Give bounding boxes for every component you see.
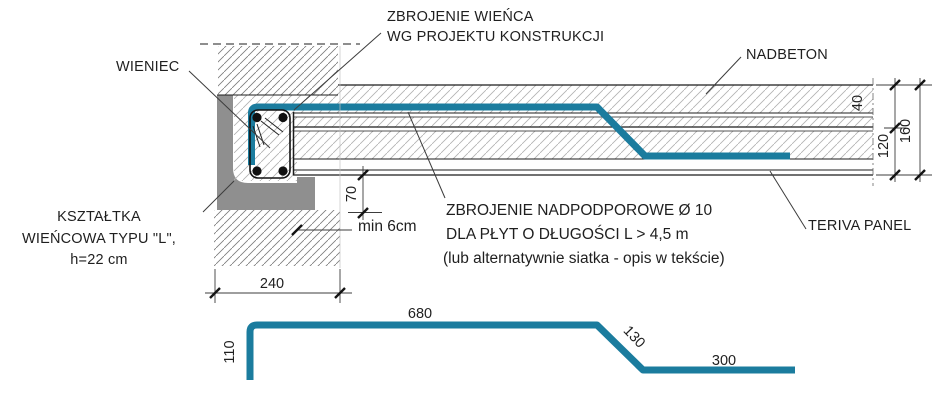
label-nadpodporowe-line3: (lub alternatywnie siatka - opis w tekśc… — [443, 250, 725, 267]
label-nadpodporowe-line1: ZBROJENIE NADPODPOROWE Ø 10 — [446, 202, 713, 219]
dim-bar-300: 300 — [712, 353, 736, 369]
label-wieniec: WIENIEC — [116, 59, 179, 75]
leader-zbrojenie-nadpodporowe — [407, 111, 446, 199]
bent-bar-diagram: 680 110 130 300 — [222, 306, 795, 380]
label-nadpodporowe-line2: DLA PŁYT O DŁUGOŚCI L > 4,5 m — [446, 225, 689, 243]
label-ksztaltka-line2: WIEŃCOWA TYPU "L", — [22, 230, 176, 247]
leader-wieniec — [188, 70, 271, 149]
dim-bar-110: 110 — [222, 340, 238, 363]
min-bearing-label: min 6cm — [358, 218, 417, 235]
rebar-dot-bottom-right — [278, 166, 288, 176]
label-ksztaltka-line1: KSZTAŁTKA — [57, 209, 141, 225]
masonry-wall-below — [214, 210, 340, 266]
rebar-dot-top-right — [278, 112, 288, 123]
wall-width-dimension: 240 — [205, 46, 352, 303]
masonry-wall-above — [200, 43, 360, 95]
dim-topping-40: 40 — [850, 95, 866, 111]
thickness-dimensions: 40 120 160 — [850, 78, 932, 182]
leader-lines — [188, 32, 807, 230]
dim-total-160: 160 — [898, 119, 914, 143]
dim-wall-240: 240 — [260, 276, 284, 292]
leader-nadbeton — [705, 56, 742, 95]
bent-bar-shape — [246, 321, 795, 380]
label-ksztaltka-line3: h=22 cm — [70, 252, 127, 268]
dim-bar-680: 680 — [408, 306, 432, 322]
label-zbrojenie-wienca-line1: ZBROJENIE WIEŃCA — [387, 8, 534, 25]
label-teriva-panel: TERIVA PANEL — [808, 218, 911, 234]
dim-support-70: 70 — [344, 186, 360, 202]
floor-section-lines — [292, 78, 874, 186]
rebar-dot-bottom-left — [252, 166, 262, 176]
leader-zbrojenie-wienca — [293, 32, 382, 111]
leader-teriva-panel — [769, 170, 807, 230]
ring-beam-stirrup — [249, 109, 291, 179]
leader-ksztaltka — [202, 180, 235, 213]
dim-panel-120: 120 — [876, 134, 892, 158]
label-nadbeton: NADBETON — [746, 47, 828, 63]
label-zbrojenie-wienca-line2: WG PROJEKTU KONSTRUKCJI — [387, 29, 604, 45]
rebar-dot-top-left — [252, 112, 262, 123]
panel-upper-hatch — [293, 117, 873, 127]
bearing-dimensions: 70 min 6cm — [291, 166, 417, 236]
